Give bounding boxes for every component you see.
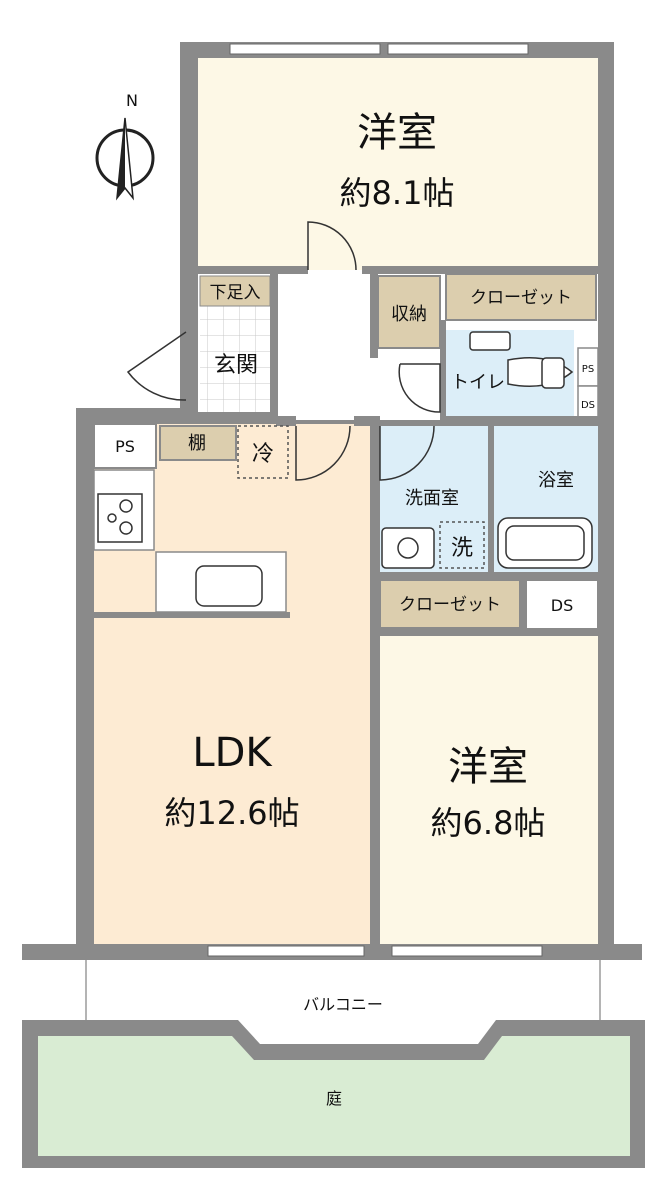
washer-space [439, 521, 485, 569]
entrance-door [126, 331, 187, 401]
shelf-box [159, 425, 237, 461]
balcony-label: バルコニー [303, 995, 383, 1014]
toilet-label: トイレ [451, 372, 505, 393]
washroom-label: 洗面室 [405, 488, 459, 509]
garden-fill [38, 1036, 630, 1156]
shelf-label: 棚 [188, 433, 206, 454]
bedroom2-size: 約6.8帖 [431, 804, 546, 842]
ldk-door [295, 425, 351, 481]
closet1-label: クローゼット [470, 288, 572, 308]
compass-needle-dark [117, 118, 125, 198]
windows [207, 43, 543, 957]
ps-kitchen-label: PS [115, 437, 135, 456]
ldk-size: 約12.6帖 [164, 794, 299, 832]
toilet-sink-icon [469, 331, 511, 351]
closet1-box [445, 273, 597, 321]
garden-label: 庭 [326, 1089, 342, 1108]
fridge-space [237, 425, 289, 479]
bedroom2-floor [380, 636, 598, 944]
shoe-storage-label: 下足入 [210, 283, 261, 303]
bedroom1-floor [198, 58, 598, 270]
ps-kitchen-box [93, 423, 157, 469]
closet2-label: クローゼット [399, 595, 501, 615]
interior-walls [94, 266, 598, 944]
washer-label: 洗 [451, 536, 473, 561]
north-label: N [126, 91, 138, 110]
ldk-name: LDK [192, 730, 273, 776]
sink-icon [195, 565, 263, 607]
bathroom-label: 浴室 [538, 470, 574, 491]
bedroom1-name: 洋室 [357, 110, 437, 156]
bedroom2-name: 洋室 [448, 744, 528, 790]
washroom-door [379, 425, 435, 481]
storage-label: 収納 [391, 304, 427, 325]
stove-icon [97, 493, 143, 543]
entrance-label: 玄関 [214, 353, 258, 378]
ds-toilet-label: DS [581, 400, 595, 411]
compass: N [95, 91, 155, 201]
toilet-door [398, 363, 441, 413]
storage-box [377, 275, 441, 349]
kitchen [93, 425, 289, 613]
shoe-storage-box [199, 275, 271, 307]
garden-area: 庭 [22, 1020, 645, 1168]
bedroom1-size: 約8.1帖 [340, 174, 455, 212]
ds-room-label: DS [551, 596, 573, 615]
balcony-area: バルコニー [85, 958, 601, 1020]
bedroom1-door [307, 221, 357, 271]
ps-toilet-label: PS [582, 364, 594, 375]
entrance-floor [200, 306, 274, 416]
fixtures [381, 331, 593, 569]
fridge-label: 冷 [252, 442, 274, 467]
doors [126, 221, 441, 481]
